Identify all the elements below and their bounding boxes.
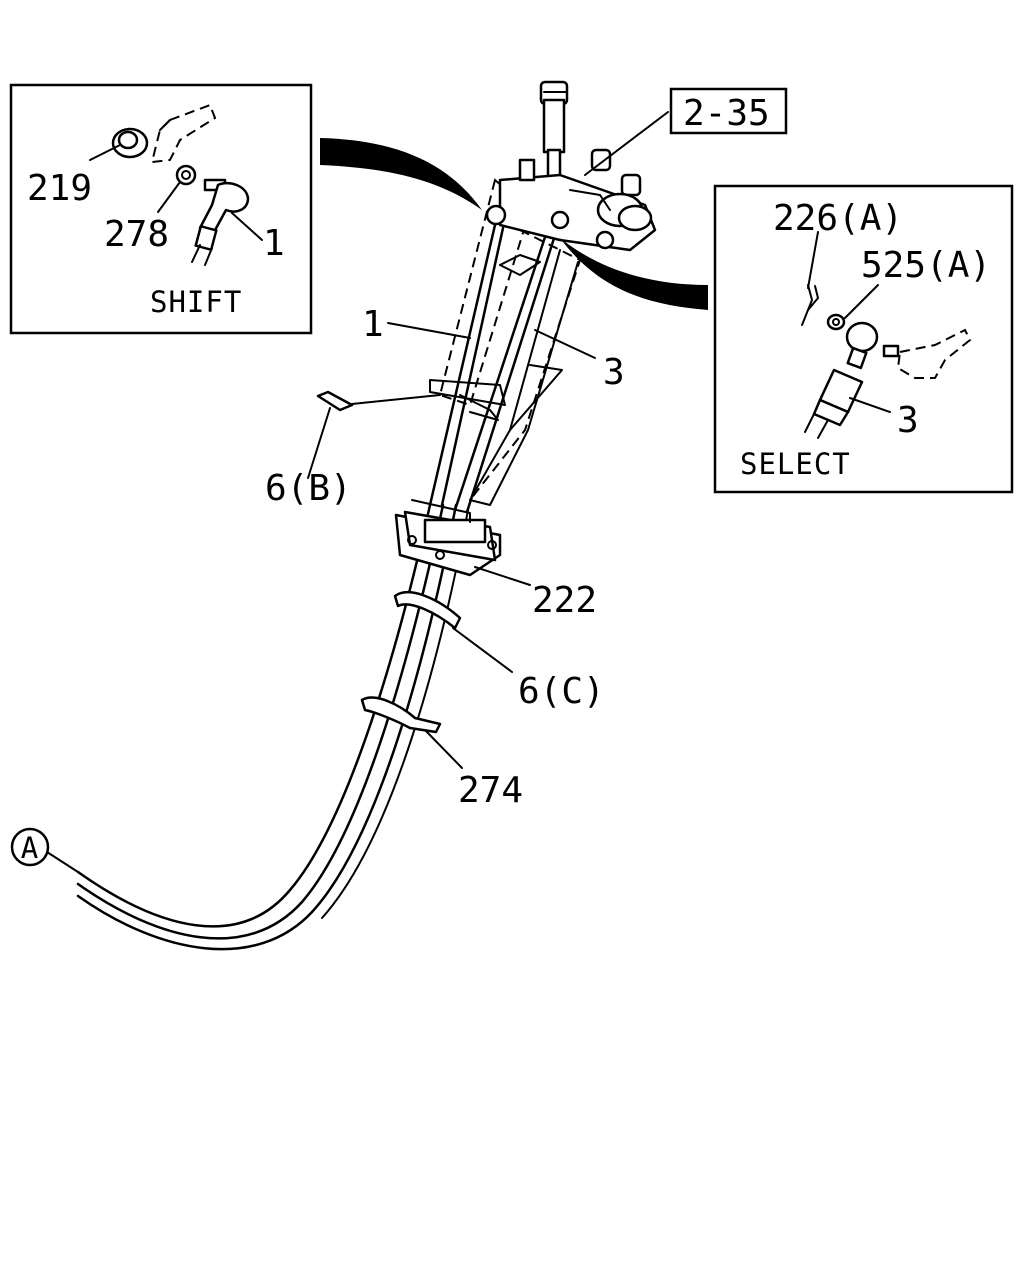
cable-bundle bbox=[76, 503, 469, 951]
shift-mechanism bbox=[485, 148, 657, 252]
select-inset-pointer bbox=[560, 238, 708, 310]
washer-278 bbox=[175, 164, 197, 186]
upper-cables bbox=[428, 223, 558, 514]
ball-joint-1 bbox=[191, 178, 250, 266]
clip-6b bbox=[316, 390, 354, 412]
shift-inset: 219 278 1 SHIFT bbox=[9, 83, 313, 335]
label-part-1: 1 bbox=[362, 304, 384, 345]
label-part-6c: 6(C) bbox=[518, 671, 605, 712]
select-inset-title: SELECT bbox=[740, 447, 851, 481]
reference-label: 2-35 bbox=[683, 93, 770, 134]
label-part-222: 222 bbox=[532, 580, 597, 621]
washer-525a bbox=[826, 313, 846, 331]
ball-joint-3 bbox=[804, 321, 879, 439]
leader-lines bbox=[46, 111, 669, 873]
select-inset: 226(A) 525(A) 3 SELECT bbox=[713, 184, 1014, 494]
label-part-274: 274 bbox=[458, 770, 523, 811]
label-part-219: 219 bbox=[27, 168, 92, 209]
band-274 bbox=[360, 696, 442, 734]
nut-219 bbox=[111, 127, 149, 159]
label-shift-part-1: 1 bbox=[263, 223, 285, 264]
shift-inset-pointer bbox=[320, 138, 482, 210]
label-part-6b: 6(B) bbox=[265, 468, 352, 509]
label-part-226a: 226(A) bbox=[773, 198, 903, 239]
cotter-pin-226a bbox=[801, 284, 819, 326]
label-part-525a: 525(A) bbox=[861, 245, 991, 286]
bracket-222 bbox=[394, 499, 502, 577]
label-part-3: 3 bbox=[603, 352, 625, 393]
clamp-6c bbox=[393, 591, 462, 630]
reference-box: 2-35 bbox=[669, 87, 788, 135]
connector-a-label: A bbox=[21, 831, 39, 865]
label-select-part-3: 3 bbox=[897, 400, 919, 441]
label-part-278: 278 bbox=[104, 214, 169, 255]
shift-inset-title: SHIFT bbox=[150, 285, 242, 319]
connector-a: A bbox=[10, 827, 50, 867]
